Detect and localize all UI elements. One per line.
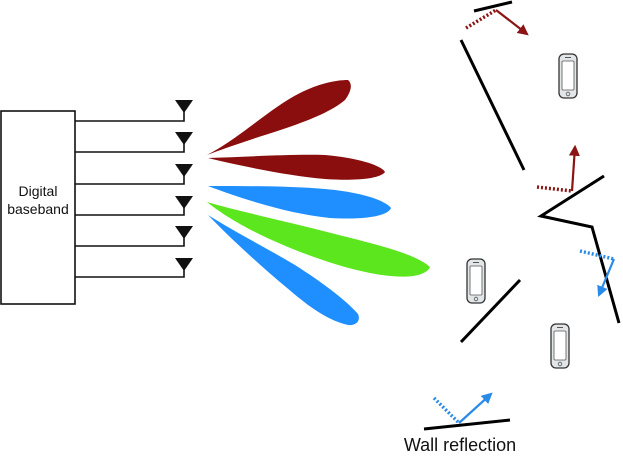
- antenna-icon: [175, 196, 193, 209]
- baseband-label-line2: baseband: [7, 201, 69, 217]
- feed-line-3: [75, 164, 193, 185]
- antenna-array: [75, 100, 193, 278]
- beam-3: [208, 186, 391, 219]
- wall-long-diagonal: [459, 39, 526, 171]
- walls: [423, 0, 621, 431]
- wall-corner: [537, 174, 621, 324]
- antenna-icon: [175, 132, 193, 145]
- reflection-arrow-icon: [536, 144, 580, 193]
- wall-bottom: [423, 418, 511, 431]
- beam-4: [207, 202, 430, 277]
- reflection-arrow-icon: [579, 249, 616, 298]
- wall-reflection-caption: Wall reflection: [404, 435, 516, 455]
- wall-top-short: [473, 0, 513, 13]
- feed-line-5: [75, 226, 193, 247]
- smartphone-icon: [466, 258, 486, 304]
- feed-line-1: [75, 100, 193, 122]
- baseband-block: Digital baseband: [0, 110, 76, 305]
- beam-lobes: [207, 80, 430, 326]
- reflection-arrows: [432, 8, 616, 425]
- antenna-icon: [175, 164, 193, 177]
- feed-line-2: [75, 132, 193, 153]
- beam-1: [207, 80, 351, 155]
- antenna-icon: [175, 258, 193, 271]
- antenna-icon: [175, 226, 193, 239]
- beam-5: [208, 215, 359, 326]
- feed-line-4: [75, 196, 193, 216]
- wall-lower-diagonal: [459, 278, 522, 344]
- baseband-box: [0, 110, 76, 305]
- smartphone-icon: [550, 323, 570, 369]
- reflection-arrow-icon: [432, 392, 493, 425]
- antenna-icon: [175, 100, 193, 113]
- smartphone-icon: [558, 53, 578, 99]
- reflection-arrow-icon: [465, 8, 529, 36]
- baseband-label-line1: Digital: [19, 183, 58, 199]
- beam-2: [208, 154, 385, 180]
- feed-line-6: [75, 258, 193, 278]
